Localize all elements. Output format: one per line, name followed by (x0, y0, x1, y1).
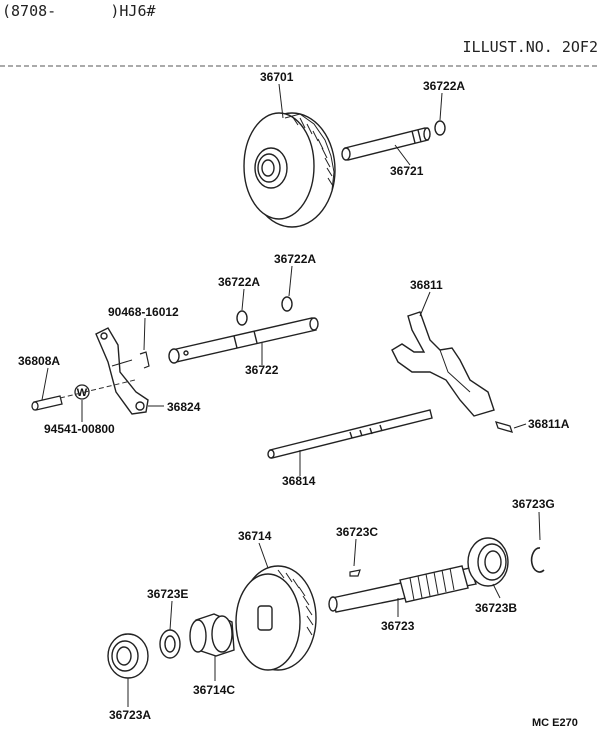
part-snapring-36723G (530, 547, 545, 573)
label-36723C: 36723C (336, 525, 378, 539)
label-36723G: 36723G (512, 497, 555, 511)
label-36722A-top: 36722A (423, 79, 465, 93)
leader-lines (41, 83, 541, 707)
part-washer-36723E (159, 629, 181, 659)
label-36722A-b: 36722A (274, 252, 316, 266)
washer-mark: W (77, 387, 88, 399)
part-bolt-36808A (31, 395, 63, 411)
label-36721: 36721 (390, 164, 424, 178)
label-36808A: 36808A (18, 354, 60, 368)
label-36723: 36723 (381, 619, 415, 633)
label-36811A: 36811A (528, 417, 570, 431)
label-36723A: 36723A (109, 708, 151, 722)
part-gear-36714 (235, 565, 317, 671)
assembly-line-lever (59, 379, 136, 399)
part-ring-36722A-top (434, 120, 446, 136)
label-36811: 36811 (410, 278, 443, 292)
part-pin-90468-16012 (139, 351, 150, 369)
label-36722: 36722 (245, 363, 279, 377)
label-36723E: 36723E (147, 587, 188, 601)
label-36824: 36824 (167, 400, 201, 414)
part-gear-36701 (243, 112, 336, 228)
label-90468-16012: 90468-16012 (108, 305, 179, 319)
part-spacer-36714C (189, 613, 235, 657)
footer-code: MC E270 (532, 717, 578, 729)
part-shaft-36722 (168, 317, 319, 364)
part-ring-36722A-a (236, 310, 248, 326)
label-36814: 36814 (282, 474, 316, 488)
part-ring-36722A-b (281, 296, 293, 312)
model-range-header: (8708- )HJ6# (2, 2, 156, 20)
part-washer-94541-00800: W (74, 384, 90, 400)
part-pin-36811A (494, 421, 514, 433)
part-shaft-36723 (328, 565, 477, 613)
part-shaft-36721 (341, 127, 431, 161)
label-36722A-a: 36722A (218, 275, 260, 289)
label-94541-00800: 94541-00800 (44, 422, 115, 436)
illustration-number: ILLUST.NO. 2OF2 (462, 38, 598, 56)
part-fork-36811 (391, 311, 495, 417)
label-36701: 36701 (260, 70, 294, 84)
part-lever-36824 (95, 327, 149, 415)
label-36714: 36714 (238, 529, 272, 543)
label-36714C: 36714C (193, 683, 235, 697)
part-bearing-36723A (107, 633, 149, 679)
part-shaft-36814 (267, 409, 433, 459)
label-36723B: 36723B (475, 601, 517, 615)
part-key-36723C (349, 569, 361, 577)
part-bearing-36723B (467, 537, 509, 587)
